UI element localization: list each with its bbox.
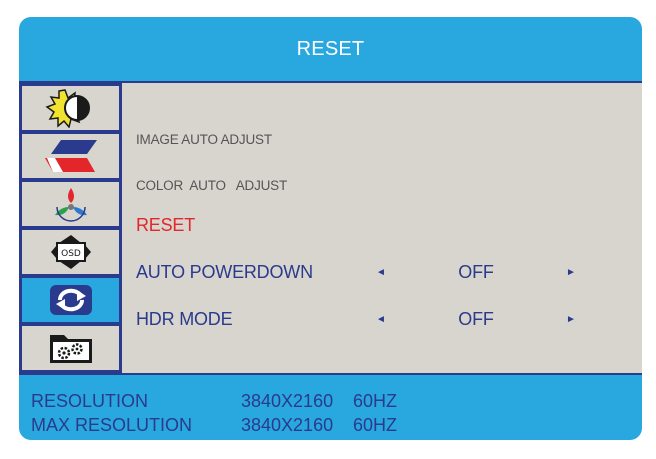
osd-body: OSD	[19, 81, 642, 375]
menu-item-label: AUTO POWERDOWN	[136, 261, 313, 282]
decrease-arrow-icon[interactable]: ◄	[376, 266, 386, 278]
resolution-label: RESOLUTION	[31, 390, 149, 411]
menu-item-hdr-mode[interactable]: HDR MODE ◄ OFF ►	[136, 307, 636, 331]
menu-item-label: RESET	[136, 214, 196, 235]
system-settings-icon	[49, 335, 92, 363]
resolution-rate: 60HZ	[353, 390, 398, 411]
menu-item-auto-powerdown[interactable]: AUTO POWERDOWN ◄ OFF ►	[136, 260, 636, 284]
menu-list: IMAGE AUTO ADJUST COLOR AUTO ADJUST RESE…	[136, 83, 636, 373]
color-tint-icon	[54, 188, 87, 222]
sidebar-item-color[interactable]	[22, 182, 119, 226]
svg-text:OSD: OSD	[61, 249, 81, 259]
sidebar-item-image[interactable]	[22, 134, 119, 178]
auto-powerdown-value: OFF	[458, 261, 494, 282]
max-resolution-rate: 60HZ	[353, 414, 398, 435]
sidebar-item-system[interactable]	[22, 326, 119, 370]
osd-settings-icon: OSD	[50, 235, 91, 269]
menu-item-label: IMAGE AUTO ADJUST	[136, 131, 272, 147]
osd-title: RESET	[296, 37, 365, 60]
menu-item-image-auto-adjust[interactable]: IMAGE AUTO ADJUST	[136, 127, 272, 151]
max-resolution-label: MAX RESOLUTION	[31, 414, 193, 435]
increase-arrow-icon[interactable]: ►	[566, 266, 576, 278]
image-adjust-icon	[44, 140, 97, 172]
hdr-mode-value: OFF	[458, 308, 494, 329]
sidebar-item-reset[interactable]	[22, 278, 119, 322]
menu-item-label: COLOR AUTO ADJUST	[136, 177, 288, 193]
sidebar-item-brightness[interactable]	[22, 86, 119, 130]
menu-item-color-auto-adjust[interactable]: COLOR AUTO ADJUST	[136, 173, 287, 197]
sidebar: OSD	[19, 83, 122, 373]
menu-item-reset[interactable]: RESET	[136, 213, 195, 237]
brightness-contrast-icon	[44, 89, 90, 128]
max-resolution-value: 3840X2160	[241, 414, 334, 435]
decrease-arrow-icon[interactable]: ◄	[376, 313, 386, 325]
menu-item-label: HDR MODE	[136, 308, 233, 329]
increase-arrow-icon[interactable]: ►	[566, 313, 576, 325]
reset-refresh-icon	[49, 285, 92, 315]
sidebar-item-osd[interactable]: OSD	[22, 230, 119, 274]
resolution-value: 3840X2160	[241, 390, 334, 411]
osd-window: RESET	[19, 17, 642, 440]
